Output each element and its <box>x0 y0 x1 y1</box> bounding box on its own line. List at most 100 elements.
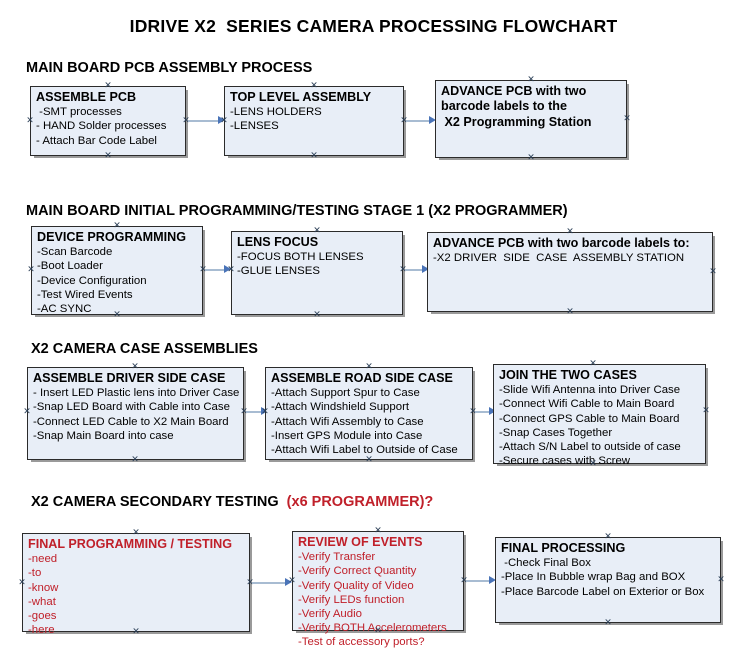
node-lens-focus[interactable]: LENS FOCUS -FOCUS BOTH LENSES -GLUE LENS… <box>231 231 403 315</box>
resize-handle-bottom[interactable] <box>604 619 613 628</box>
resize-handle-top[interactable] <box>113 222 122 231</box>
node-line: -Snap LED Board with Cable into Case <box>33 401 230 414</box>
node-final-programming-testing[interactable]: FINAL PROGRAMMING / TESTING -need -to -k… <box>22 533 250 636</box>
resize-handle-top[interactable] <box>566 228 575 237</box>
node-line: -LENSES <box>230 120 279 133</box>
node-line: - Insert LED Plastic lens into Driver Ca… <box>33 387 240 400</box>
resize-handle-left[interactable] <box>220 117 229 126</box>
node-assemble-road-side-case[interactable]: ASSEMBLE ROAD SIDE CASE -Attach Support … <box>265 367 473 460</box>
resize-handle-right[interactable] <box>702 407 711 416</box>
section-heading-4-accent: (x6 PROGRAMMER)? <box>286 494 434 510</box>
node-line: -Snap Cases Together <box>499 426 613 439</box>
node-line: - HAND Solder processes <box>36 120 167 133</box>
connector-line <box>205 269 227 271</box>
node-body: JOIN THE TWO CASES -Slide Wifi Antenna i… <box>494 365 705 468</box>
resize-handle-top[interactable] <box>604 533 613 542</box>
node-body: FINAL PROGRAMMING / TESTING -need -to -k… <box>23 534 249 637</box>
resize-handle-right[interactable] <box>623 115 632 124</box>
resize-handle-bottom[interactable] <box>365 456 374 465</box>
connector-line <box>466 580 492 582</box>
node-line: -LENS HOLDERS <box>230 106 322 119</box>
resize-handle-bottom[interactable] <box>527 154 536 163</box>
node-line: -Insert GPS Module into Case <box>271 429 423 442</box>
resize-handle-bottom[interactable] <box>313 311 322 320</box>
resize-handle-bottom[interactable] <box>374 627 383 636</box>
connector-line <box>246 411 264 413</box>
node-body: ASSEMBLE PCB -SMT processes - HAND Solde… <box>31 87 185 148</box>
node-body: TOP LEVEL ASSEMBLY -LENS HOLDERS -LENSES <box>225 87 403 134</box>
node-top-level-assembly[interactable]: TOP LEVEL ASSEMBLY -LENS HOLDERS -LENSES <box>224 86 404 156</box>
node-join-the-two-cases[interactable]: JOIN THE TWO CASES -Slide Wifi Antenna i… <box>493 364 706 467</box>
node-line: -Attach Windshield Support <box>271 401 410 414</box>
node-line: -Snap Main Board into case <box>33 429 174 442</box>
resize-handle-top[interactable] <box>589 360 598 369</box>
resize-handle-left[interactable] <box>27 266 36 275</box>
node-line: -SMT processes <box>36 106 122 119</box>
resize-handle-top[interactable] <box>527 76 536 85</box>
node-line: -Secure cases with Screw <box>499 454 631 467</box>
node-line: -goes <box>28 609 57 622</box>
node-final-processing[interactable]: FINAL PROCESSING -Check Final Box -Place… <box>495 537 721 623</box>
resize-handle-bottom[interactable] <box>104 152 113 161</box>
node-assemble-driver-side-case[interactable]: ASSEMBLE DRIVER SIDE CASE - Insert LED P… <box>27 367 244 460</box>
resize-handle-right[interactable] <box>709 268 718 277</box>
node-device-programming[interactable]: DEVICE PROGRAMMING -Scan Barcode -Boot L… <box>31 226 203 315</box>
connector-arrowhead-icon <box>489 407 496 415</box>
resize-handle-left[interactable] <box>227 266 236 275</box>
resize-handle-left[interactable] <box>261 408 270 417</box>
node-body: DEVICE PROGRAMMING -Scan Barcode -Boot L… <box>32 227 202 316</box>
connector-line <box>252 582 288 584</box>
node-line: -Attach Wifi Label to Outside of Case <box>271 443 458 456</box>
node-line: -to <box>28 567 42 580</box>
node-heading: ASSEMBLE DRIVER SIDE CASE <box>33 371 226 385</box>
node-line: -Attach Wifi Assembly to Case <box>271 415 424 428</box>
node-line: -Place Barcode Label on Exterior or Box <box>501 585 705 598</box>
node-line: -Verify LEDs function <box>298 593 405 606</box>
resize-handle-bottom[interactable] <box>566 308 575 317</box>
resize-handle-right[interactable] <box>717 576 726 585</box>
resize-handle-bottom[interactable] <box>131 456 140 465</box>
node-line: -Scan Barcode <box>37 246 113 259</box>
node-line: -Verify Correct Quantity <box>298 565 417 578</box>
node-body: ASSEMBLE DRIVER SIDE CASE - Insert LED P… <box>28 368 243 443</box>
resize-handle-bottom[interactable] <box>310 152 319 161</box>
page-title: IDRIVE X2 SERIES CAMERA PROCESSING FLOWC… <box>129 16 618 36</box>
node-heading: JOIN THE TWO CASES <box>499 368 637 382</box>
section-heading-4: X2 CAMERA SECONDARY TESTING (x6 PROGRAMM… <box>31 494 433 510</box>
resize-handle-bottom[interactable] <box>113 311 122 320</box>
resize-handle-top[interactable] <box>374 527 383 536</box>
node-line: - Attach Bar Code Label <box>36 134 157 147</box>
resize-handle-bottom[interactable] <box>132 628 141 637</box>
resize-handle-bottom[interactable] <box>589 460 598 469</box>
resize-handle-left[interactable] <box>288 577 297 586</box>
node-line: -FOCUS BOTH LENSES <box>237 251 364 264</box>
node-line: -Check Final Box <box>501 557 591 570</box>
node-line: -GLUE LENSES <box>237 265 320 278</box>
node-heading: ASSEMBLE PCB <box>36 90 137 104</box>
node-heading: LENS FOCUS <box>237 235 319 249</box>
section-heading-4-text: X2 CAMERA SECONDARY TESTING <box>31 494 287 510</box>
node-line: -here <box>28 623 55 636</box>
resize-handle-left[interactable] <box>23 408 32 417</box>
node-line: -need <box>28 553 58 566</box>
resize-handle-top[interactable] <box>131 363 140 372</box>
node-review-of-events[interactable]: REVIEW OF EVENTS -Verify Transfer -Verif… <box>292 531 464 648</box>
node-line: -Device Configuration <box>37 274 147 287</box>
resize-handle-left[interactable] <box>18 579 27 588</box>
node-advance-pcb-driver-side[interactable]: ADVANCE PCB with two barcode labels to: … <box>427 232 713 312</box>
node-assemble-pcb[interactable]: ASSEMBLE PCB -SMT processes - HAND Solde… <box>30 86 186 156</box>
node-body: REVIEW OF EVENTS -Verify Transfer -Verif… <box>293 532 463 649</box>
resize-handle-top[interactable] <box>132 529 141 538</box>
node-line-overflow: -Test of accessory ports? <box>298 635 425 648</box>
resize-handle-top[interactable] <box>313 227 322 236</box>
node-advance-pcb-programming-station[interactable]: ADVANCE PCB with two barcode labels to t… <box>435 80 627 158</box>
node-line: -Verify Transfer <box>298 551 376 564</box>
connector-line <box>406 120 432 122</box>
node-line: -what <box>28 595 56 608</box>
resize-handle-top[interactable] <box>104 82 113 91</box>
resize-handle-left[interactable] <box>26 117 35 126</box>
node-body: ADVANCE PCB with two barcode labels to t… <box>436 81 626 130</box>
resize-handle-top[interactable] <box>310 82 319 91</box>
node-line: -Connect Wifi Cable to Main Board <box>499 398 675 411</box>
resize-handle-top[interactable] <box>365 363 374 372</box>
